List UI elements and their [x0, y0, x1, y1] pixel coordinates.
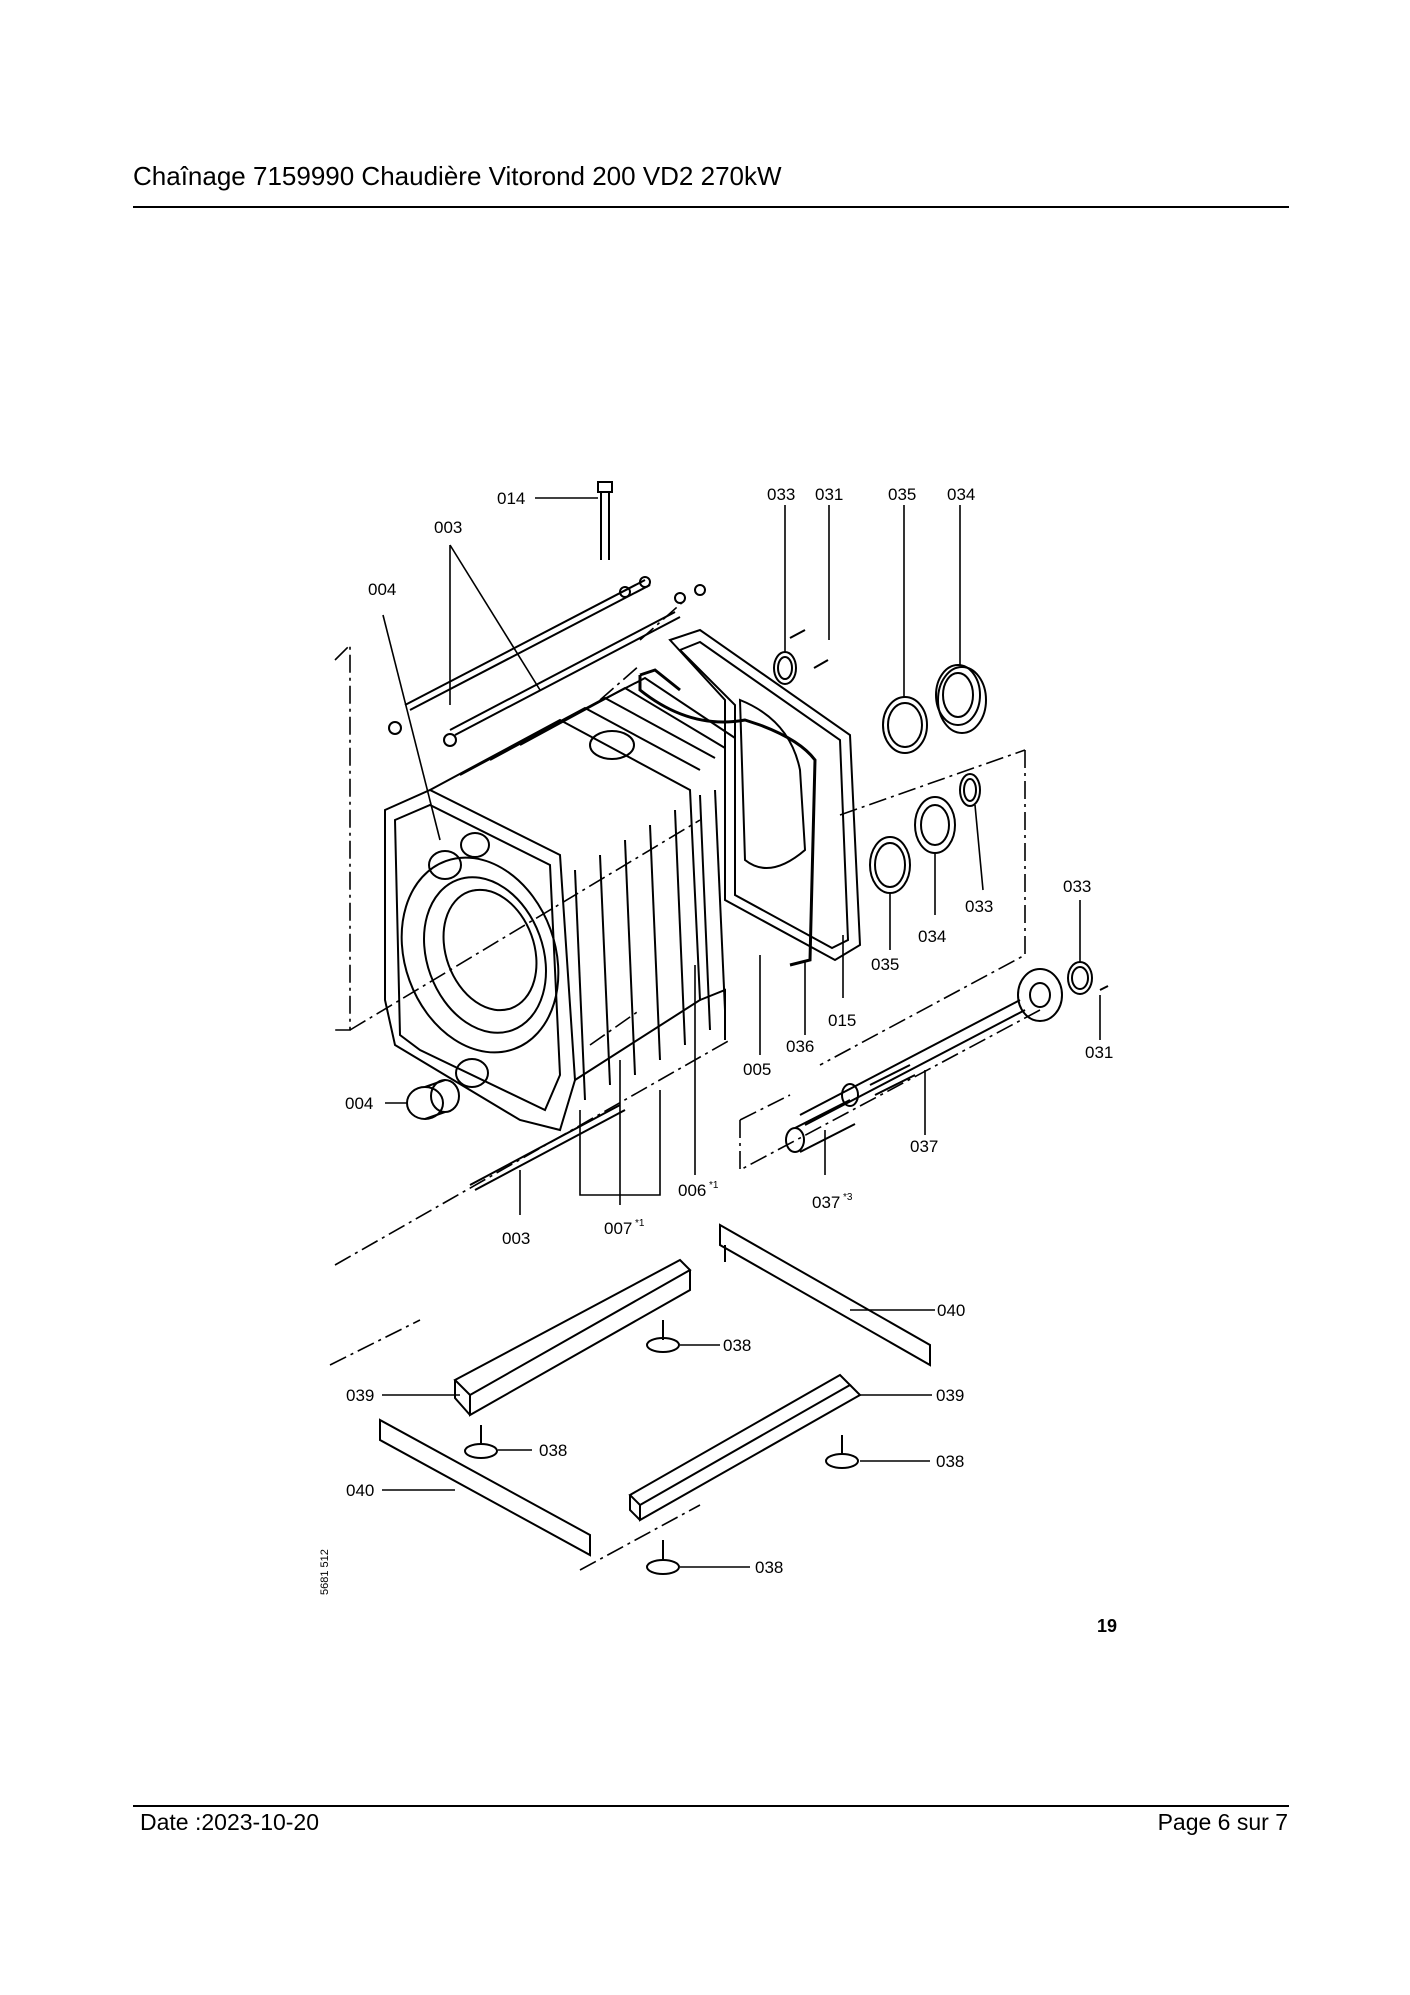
- footer-rule: [133, 1805, 1289, 1807]
- callout-007-note: *1: [635, 1218, 645, 1229]
- callout-038-c: 038: [936, 1452, 964, 1471]
- callout-040-left: 040: [346, 1481, 374, 1500]
- callout-037: 037: [910, 1137, 938, 1156]
- assembly-axis-lines: [329, 599, 1041, 1571]
- callout-036: 036: [786, 1037, 814, 1056]
- callout-039-right: 039: [936, 1386, 964, 1405]
- callout-031-right: 031: [1085, 1043, 1113, 1062]
- footer-page-number: Page 6 sur 7: [1157, 1809, 1288, 1835]
- tube-assembly: [785, 968, 1063, 1153]
- callout-035-top: 035: [888, 485, 916, 504]
- page-title: Chaînage 7159990 Chaudière Vitorond 200 …: [133, 161, 782, 191]
- callout-007: 007: [604, 1219, 632, 1238]
- boiler-middle-sections: [429, 676, 736, 1101]
- callout-004-top: 004: [368, 580, 396, 599]
- figure-number: 19: [1097, 1616, 1117, 1636]
- callout-035-mid: 035: [871, 955, 899, 974]
- rear-pipe-fittings: [773, 629, 1109, 995]
- callout-003-bottom: 003: [502, 1229, 530, 1248]
- rope-gasket: [638, 675, 817, 967]
- callout-014: 014: [497, 489, 525, 508]
- callout-037-sub: 037: [812, 1193, 840, 1212]
- callout-034-top: 034: [947, 485, 975, 504]
- callout-038-d: 038: [755, 1558, 783, 1577]
- boiler-rear-section: [668, 628, 862, 962]
- callout-labels: 014 003 004 033 031 035 034 033 034 035 …: [345, 485, 1113, 1577]
- callout-038-a: 038: [723, 1336, 751, 1355]
- rope-gasket-left: [639, 668, 681, 692]
- callout-031-top: 031: [815, 485, 843, 504]
- callout-003-top: 003: [434, 518, 462, 537]
- header-rule: [133, 206, 1289, 208]
- plug-004: [406, 1079, 460, 1120]
- callout-039-left: 039: [346, 1386, 374, 1405]
- adjustable-feet: [464, 1320, 859, 1575]
- base-frame: [379, 1223, 931, 1557]
- drawing-reference: 5681 512: [319, 1549, 331, 1595]
- leader-lines: [382, 497, 1101, 1568]
- callout-006: 006: [678, 1181, 706, 1200]
- callout-033-right: 033: [1063, 877, 1091, 896]
- callout-034-mid: 034: [918, 927, 946, 946]
- footer-date: Date :2023-10-20: [140, 1809, 320, 1835]
- callout-038-b: 038: [539, 1441, 567, 1460]
- boiler-front-section: [384, 788, 577, 1132]
- callout-040-right: 040: [937, 1301, 965, 1320]
- top-bolt: [597, 481, 613, 560]
- callout-033-top: 033: [767, 485, 795, 504]
- callout-006-note: *1: [709, 1180, 719, 1191]
- tie-rods: [388, 576, 706, 1191]
- callout-015: 015: [828, 1011, 856, 1030]
- callout-037-note: *3: [843, 1192, 853, 1203]
- callout-004-bottom: 004: [345, 1094, 373, 1113]
- callout-005: 005: [743, 1060, 771, 1079]
- callout-033-mid: 033: [965, 897, 993, 916]
